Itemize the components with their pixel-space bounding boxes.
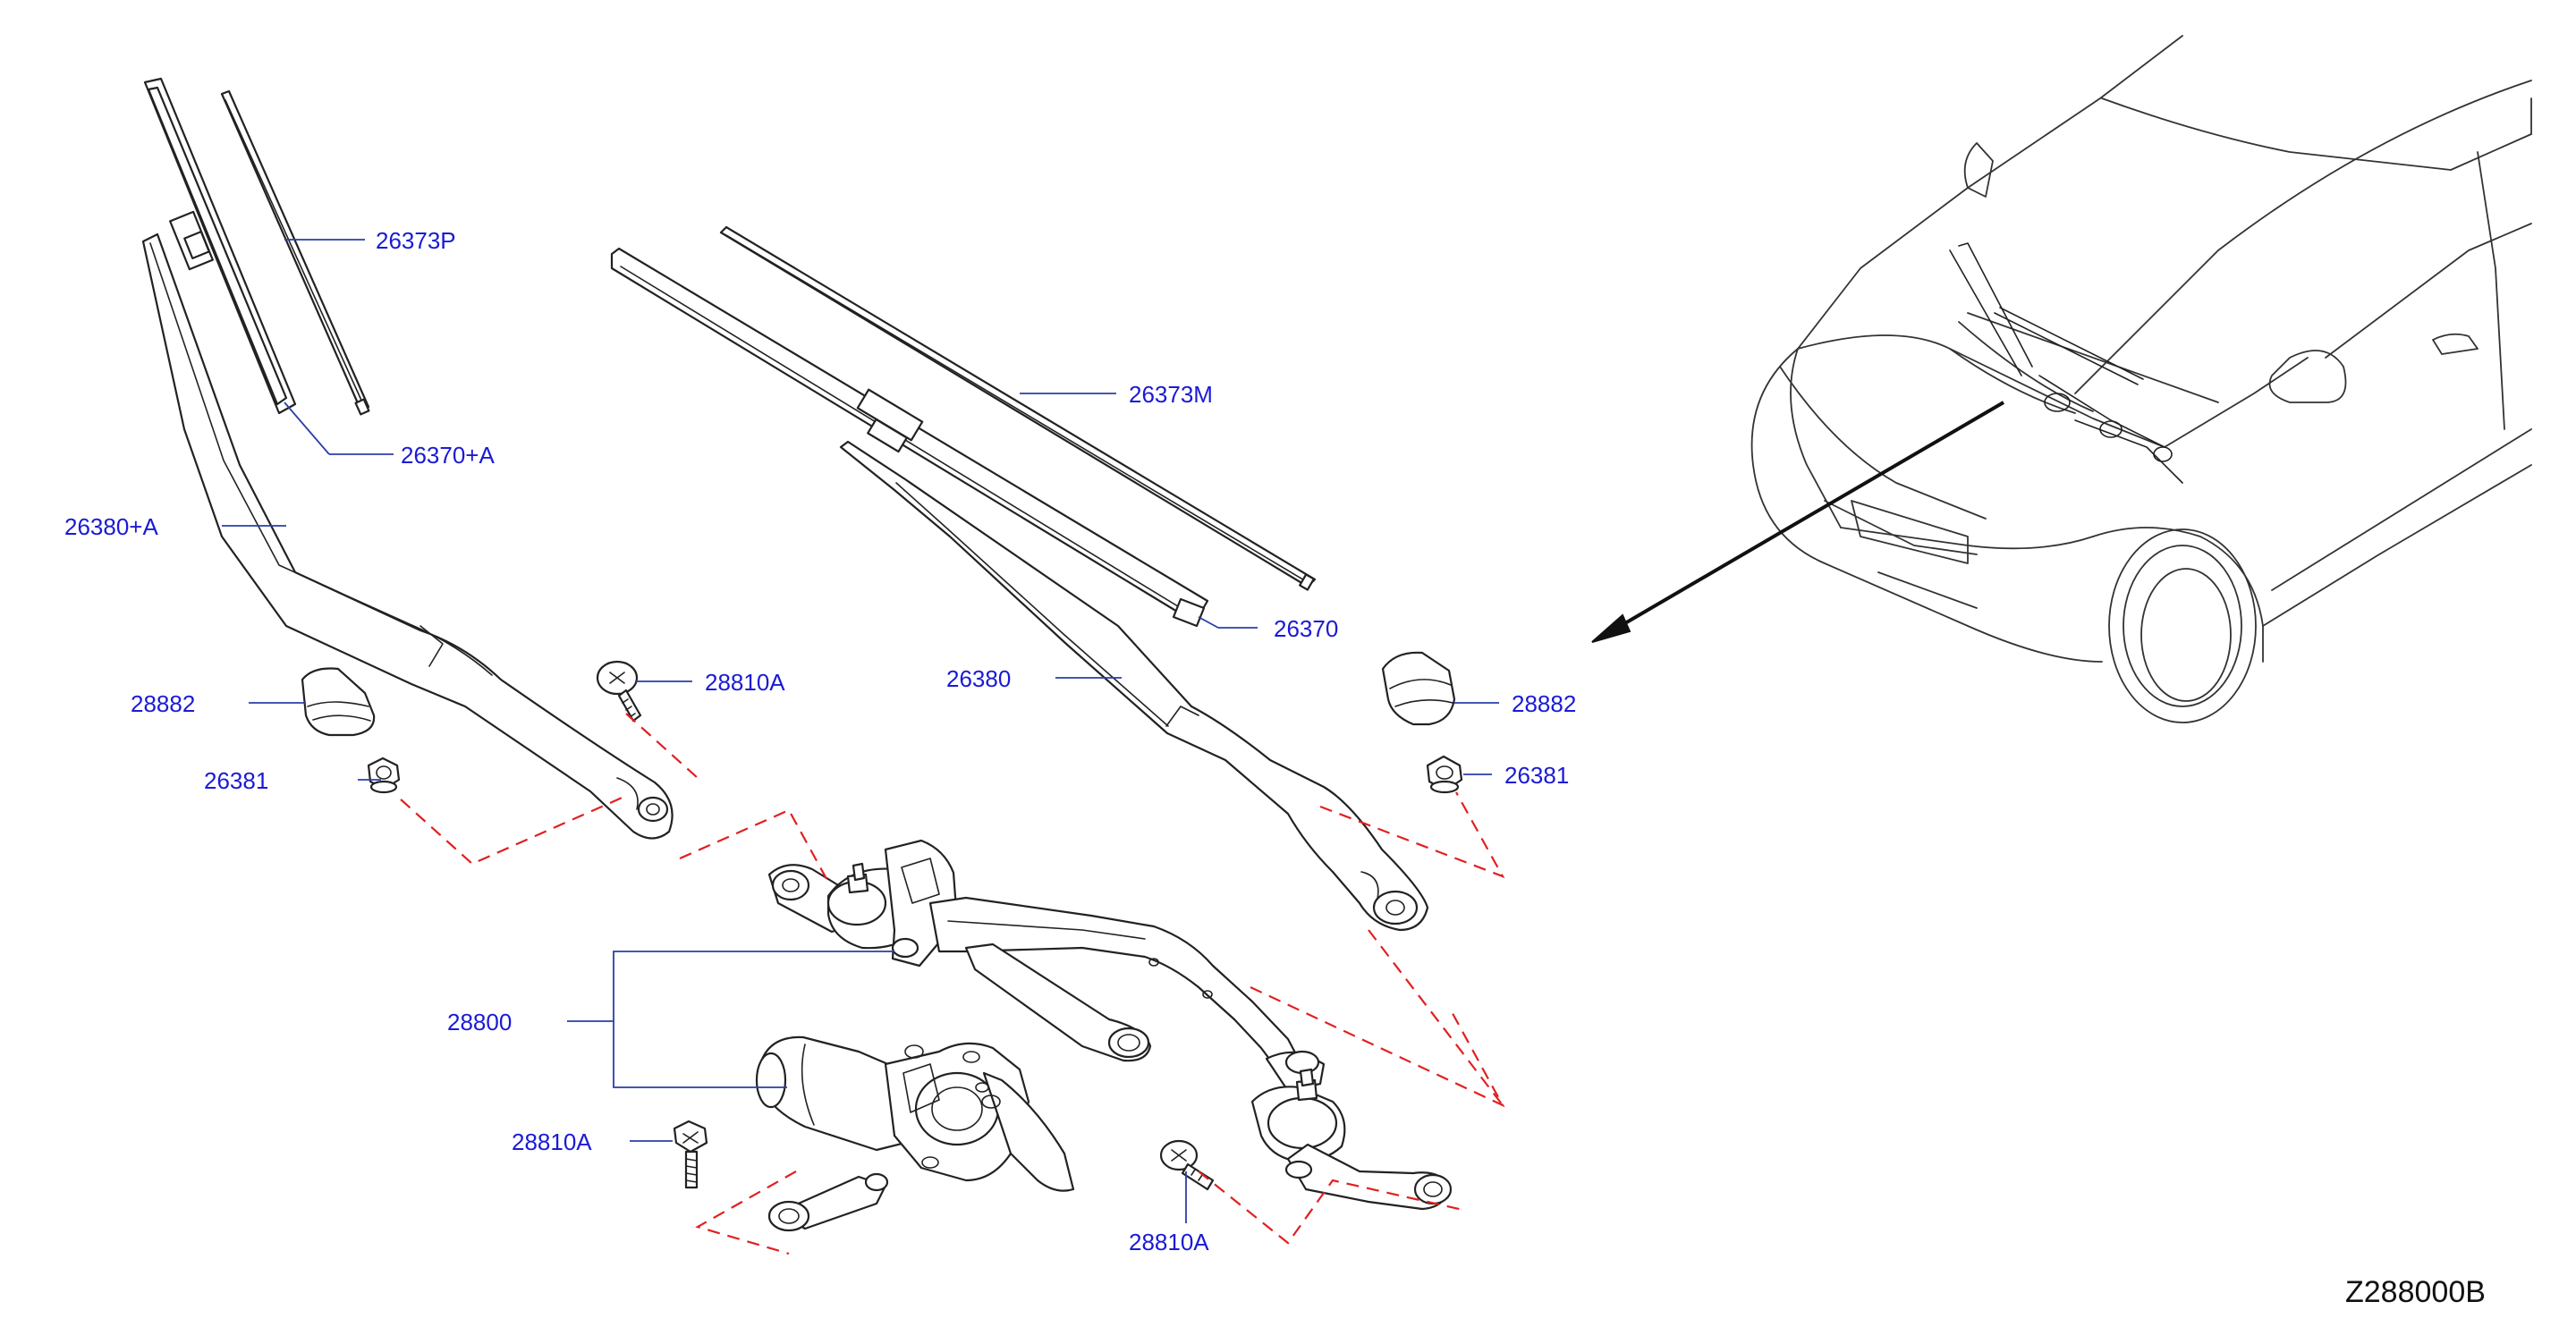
callout-labels: 26373P 26370+A 26380+A 28882 26381 28810… (64, 227, 1576, 1255)
label-26370: 26370 (1274, 615, 1338, 642)
bolt-upper (596, 660, 642, 723)
label-28810A-pivot: 28810A (1129, 1229, 1209, 1255)
wiper-blade-insert-left (220, 89, 370, 416)
label-28882-left: 28882 (131, 690, 195, 717)
nut-right (1426, 755, 1463, 794)
bolt-pivot (1159, 1139, 1215, 1191)
label-28800: 28800 (447, 1009, 512, 1035)
label-26370-plus-a: 26370+A (401, 442, 495, 469)
bolt-motor (673, 1120, 708, 1189)
label-28810A-motor: 28810A (512, 1128, 592, 1155)
wiper-arm-left (141, 232, 674, 840)
diagram-code: Z288000B (2345, 1275, 2486, 1309)
wiper-blade-right (610, 247, 1209, 628)
nut-left (367, 756, 401, 794)
label-26380-plus-a: 26380+A (64, 513, 158, 540)
label-26373M: 26373M (1129, 381, 1213, 408)
wiper-blade-left (143, 77, 297, 415)
label-26380: 26380 (946, 665, 1011, 692)
label-28810A-upper: 28810A (705, 669, 785, 696)
vehicle-location-illustration (1591, 35, 2532, 723)
leader-lines (222, 239, 1499, 1223)
wiper-linkage-assembly (755, 839, 1453, 1232)
pivot-cap-left (301, 667, 376, 737)
pivot-cap-right (1381, 651, 1456, 726)
assembly-guide-lines (400, 713, 1505, 1255)
wiper-blade-insert-right (719, 225, 1317, 591)
label-26381-left: 26381 (204, 767, 268, 794)
label-28882-right: 28882 (1512, 690, 1576, 717)
wiper-arm-right (839, 440, 1429, 932)
label-26373P: 26373P (376, 227, 456, 254)
label-26381-right: 26381 (1504, 762, 1569, 789)
